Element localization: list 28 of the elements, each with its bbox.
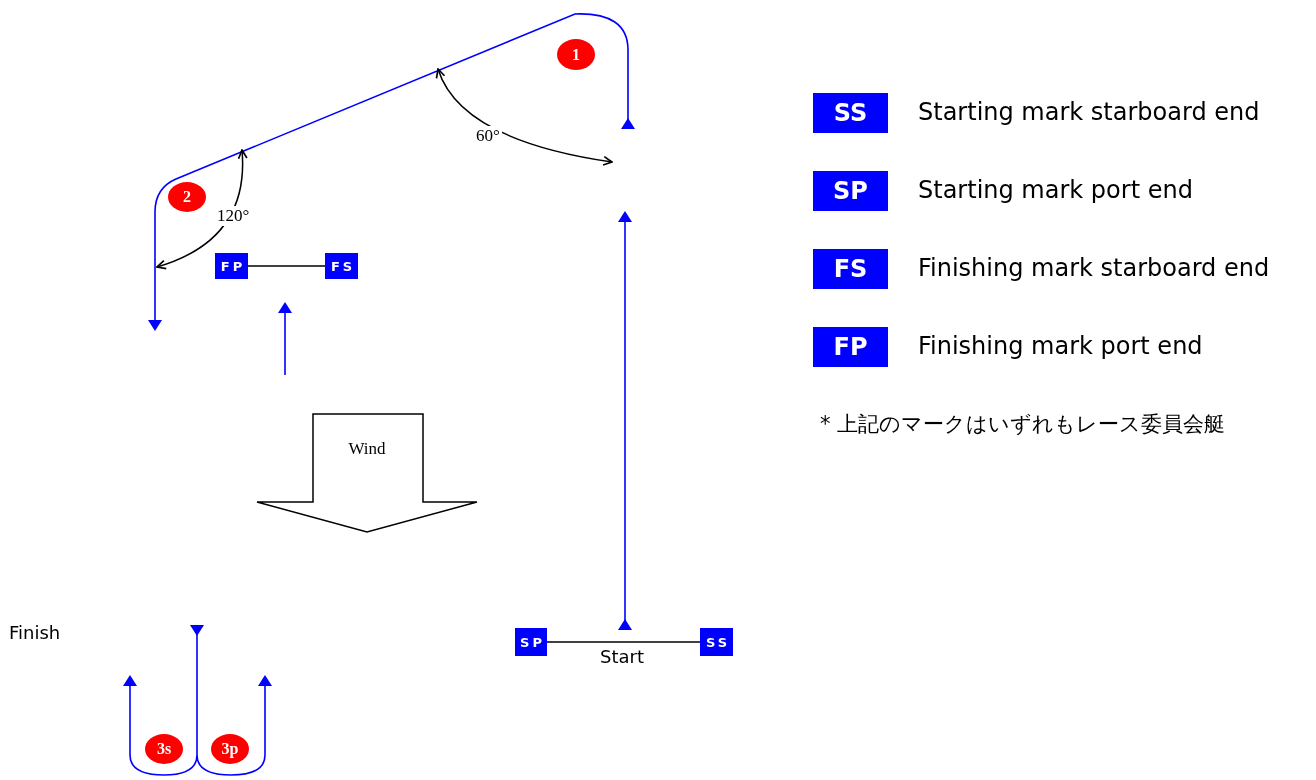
mark-box: SP xyxy=(515,628,547,656)
mark-number: 3s xyxy=(156,740,172,758)
line xyxy=(247,265,326,267)
mark-code: FP xyxy=(832,332,869,363)
mark-number: 2 xyxy=(183,188,191,206)
mark-buoy xyxy=(167,181,207,213)
legend-text: Finishing mark starboard end xyxy=(918,254,1270,282)
mark-buoy xyxy=(556,38,596,71)
legend-text: Finishing mark port end xyxy=(918,332,1203,360)
mark-box: FP xyxy=(215,253,248,279)
wind-arrow xyxy=(256,413,478,533)
note-text: * 上記のマークはいずれもレース委員会艇 xyxy=(820,411,1226,438)
mark-box: SS xyxy=(700,628,733,656)
angle-label: 120° xyxy=(215,206,252,226)
mark-code: SP xyxy=(832,176,869,207)
mark-code: SS xyxy=(832,98,869,129)
wind-label: Wind xyxy=(348,439,386,459)
mark-box: FS xyxy=(325,253,358,279)
mark-number: 3p xyxy=(221,740,239,758)
mark-buoy xyxy=(144,733,184,765)
start-label: Start xyxy=(600,646,644,667)
finish-label: Finish xyxy=(9,622,61,643)
legend-text: Starting mark port end xyxy=(918,176,1193,204)
mark-code: FS xyxy=(832,254,869,285)
mark-number: 1 xyxy=(572,45,580,64)
mark-buoy xyxy=(210,733,250,765)
legend-text: Starting mark starboard end xyxy=(918,98,1260,126)
line xyxy=(546,641,701,643)
